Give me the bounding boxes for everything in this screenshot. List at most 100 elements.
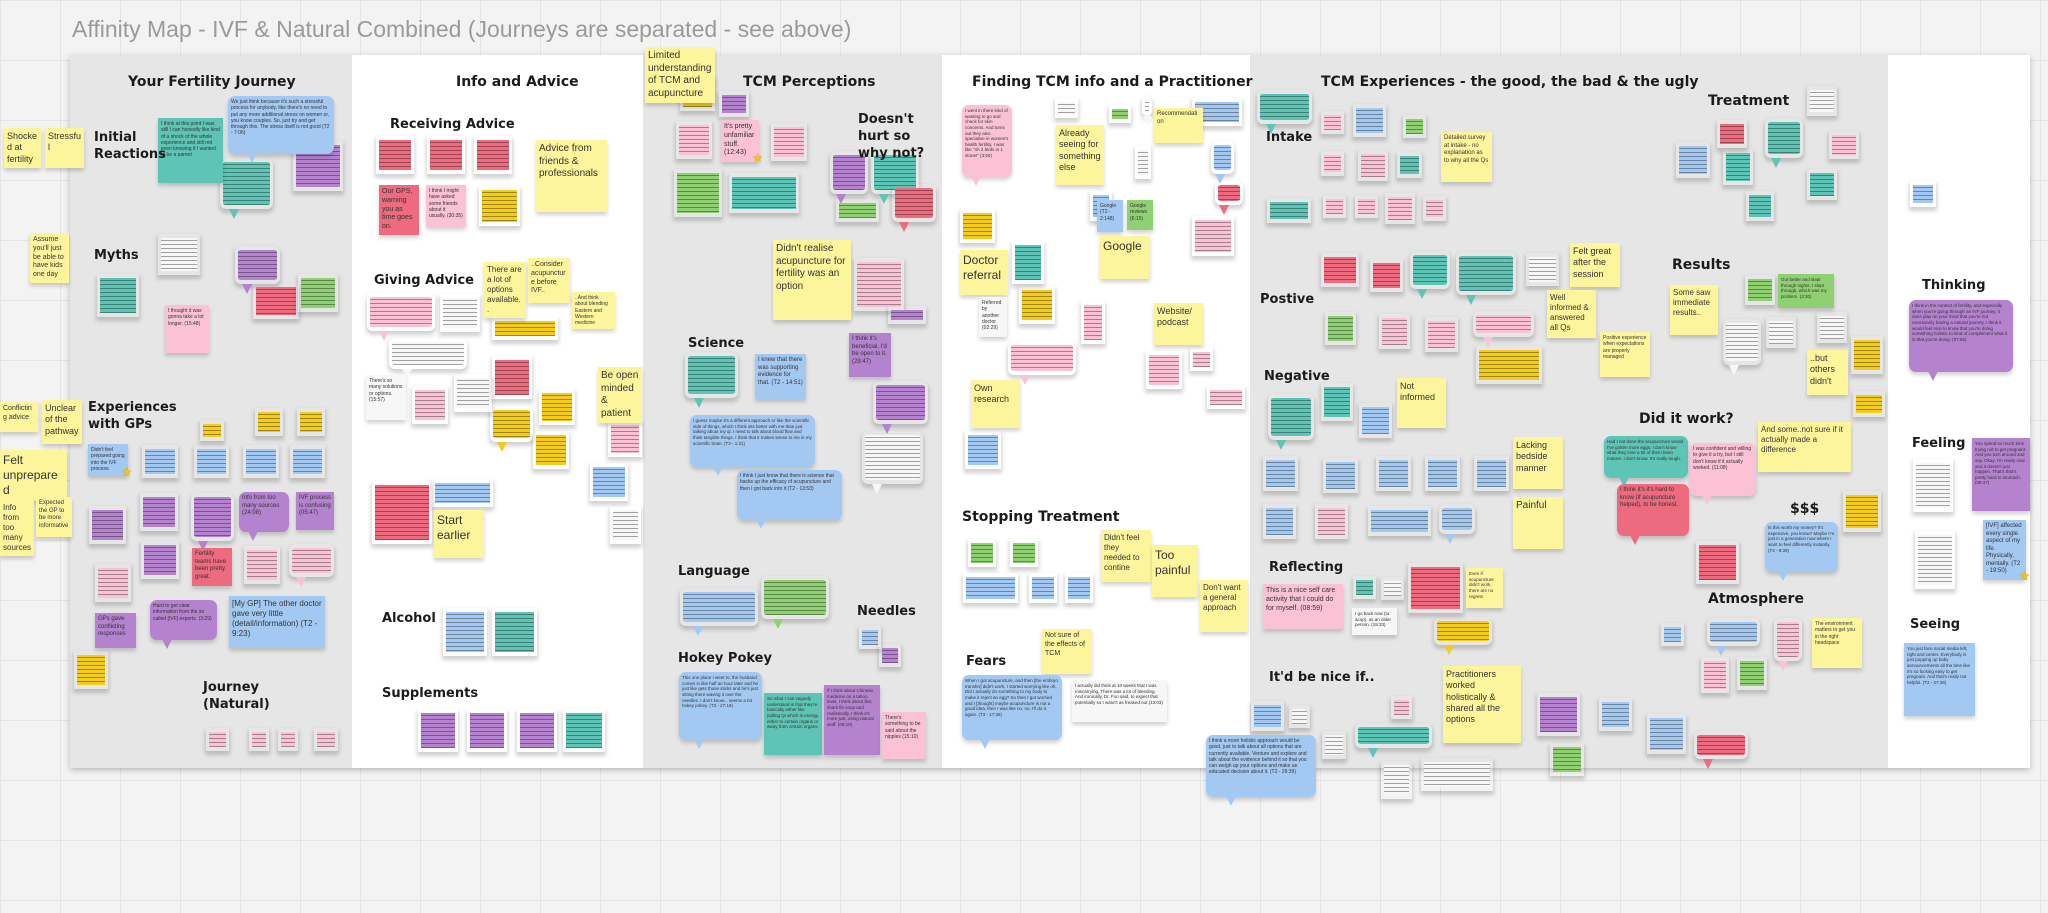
sticky-note[interactable] (1108, 104, 1132, 124)
sticky-note[interactable] (589, 462, 629, 502)
sticky-note[interactable] (1054, 97, 1079, 119)
sticky-note[interactable] (1422, 195, 1447, 222)
sticky-note[interactable] (1210, 140, 1235, 184)
sticky-note[interactable] (1433, 616, 1493, 655)
sticky-note[interactable] (1380, 576, 1405, 601)
sticky-note-too-many[interactable]: Info from too many sources (0, 500, 34, 556)
sticky-note[interactable] (1765, 316, 1797, 349)
sticky-note-nipples[interactable]: There's something to be said about the n… (882, 712, 926, 759)
sticky-note[interactable] (1354, 722, 1433, 758)
sticky-note-not-sure-tcm[interactable]: Not sure of the effects of TCM (1042, 629, 1092, 674)
sticky-note[interactable] (411, 385, 449, 425)
sticky-note[interactable] (1722, 318, 1762, 375)
sticky-note-own-research[interactable]: Own research (971, 380, 1020, 428)
sticky-note[interactable] (1378, 313, 1411, 350)
sticky-note-chinese-medicine[interactable]: If I think about Chinese medicine on a t… (824, 685, 880, 755)
sticky-note-science-backs[interactable]: I think I just know that there is scienc… (737, 470, 842, 529)
sticky-note[interactable] (887, 305, 927, 325)
sticky-note[interactable] (96, 273, 140, 318)
sticky-note-knew-evidence[interactable]: I knew that there was supporting evidenc… (755, 354, 806, 399)
sticky-note[interactable] (442, 607, 488, 657)
sticky-note[interactable] (491, 316, 559, 341)
sticky-note[interactable] (366, 292, 436, 341)
sticky-note-info-sources[interactable]: Info from too many sources (24:08) (239, 492, 289, 541)
sticky-note-painful[interactable]: Painful (1513, 497, 1563, 549)
sticky-note[interactable] (1134, 145, 1152, 180)
sticky-note[interactable] (770, 122, 808, 162)
sticky-note[interactable] (1700, 656, 1730, 694)
sticky-note[interactable] (607, 420, 643, 458)
sticky-note[interactable] (1320, 110, 1345, 135)
sticky-note-no-regrets[interactable]: Even if acupuncture didn't work, there a… (1466, 568, 1503, 608)
sticky-note[interactable] (88, 505, 127, 545)
sticky-note[interactable] (139, 492, 179, 532)
sticky-note[interactable] (141, 444, 179, 479)
sticky-note[interactable] (675, 120, 713, 160)
sticky-note[interactable] (289, 444, 326, 479)
sticky-note[interactable] (1455, 251, 1517, 305)
sticky-note-recommendation[interactable]: Recommendation (1154, 108, 1203, 143)
sticky-note[interactable] (417, 708, 459, 753)
sticky-note-google-reviews[interactable]: Google reviews (6:15) (1127, 200, 1153, 230)
sticky-note[interactable] (891, 183, 937, 232)
sticky-note[interactable] (1322, 457, 1359, 494)
sticky-note[interactable] (1191, 97, 1243, 127)
sticky-note[interactable] (190, 492, 235, 551)
sticky-note[interactable] (1266, 197, 1312, 224)
sticky-note-well-informed[interactable]: Well informed & answered all Qs (1547, 290, 1596, 338)
sticky-note-ivf-confusing[interactable]: IVF process is confusing (05:47) (296, 492, 334, 530)
sticky-note-gps-warning[interactable]: Our GPS, warning you as time goes on. (379, 185, 419, 235)
sticky-note[interactable] (1525, 252, 1560, 287)
sticky-note[interactable] (728, 172, 800, 214)
sticky-note[interactable] (1396, 151, 1423, 179)
sticky-note[interactable] (532, 430, 570, 470)
sticky-note[interactable] (375, 135, 415, 175)
sticky-note-open-minded[interactable]: Be open minded & patient (598, 367, 642, 423)
sticky-note[interactable] (1380, 760, 1413, 800)
sticky-note[interactable] (1352, 103, 1387, 138)
sticky-note[interactable] (1716, 119, 1748, 149)
sticky-note-shocked[interactable]: Shocked at fertility (4, 128, 41, 168)
sticky-note[interactable] (1407, 562, 1464, 614)
sticky-note-gps-conflicting[interactable]: GPs gave conflicting responses (95, 613, 136, 648)
sticky-note[interactable] (1214, 180, 1244, 215)
sticky-note[interactable] (1141, 95, 1154, 126)
sticky-note[interactable] (466, 708, 508, 753)
sticky-note[interactable] (1322, 194, 1347, 219)
sticky-note-affected[interactable]: [IVF] affected every single aspect of my… (1983, 520, 2030, 583)
sticky-note-but-others[interactable]: ..but others didn't (1807, 350, 1848, 395)
sticky-note-detailed-survey[interactable]: Detailed survey at intake - no explanati… (1441, 132, 1492, 182)
sticky-note[interactable] (1409, 250, 1451, 299)
sticky-note-got-acupuncture[interactable]: When I got acupuncture, and then [the em… (962, 675, 1062, 749)
sticky-note[interactable] (243, 545, 281, 585)
sticky-note[interactable] (1424, 455, 1461, 492)
sticky-note-blending[interactable]: ..And think about blending Eastern and W… (572, 292, 615, 330)
sticky-note-holistic[interactable]: I think a more holistic approach would b… (1206, 735, 1316, 806)
sticky-note[interactable] (157, 233, 201, 276)
sticky-note-friends-usually[interactable]: I think I might have asked some friends … (426, 185, 466, 227)
sticky-note-start-earlier[interactable]: Start earlier (434, 510, 484, 558)
sticky-note[interactable] (297, 273, 339, 313)
sticky-note[interactable] (252, 282, 300, 320)
sticky-note[interactable] (1189, 347, 1214, 372)
sticky-note-skin[interactable]: I went in there kind of wanting to go an… (962, 105, 1012, 186)
sticky-note[interactable] (1402, 114, 1427, 139)
sticky-note[interactable] (1842, 490, 1882, 533)
sticky-note[interactable] (1909, 180, 1937, 208)
sticky-note[interactable] (1018, 285, 1056, 325)
sticky-note[interactable] (1549, 742, 1585, 777)
sticky-note[interactable] (1358, 402, 1393, 439)
sticky-note[interactable] (1352, 575, 1377, 600)
sticky-note[interactable] (1262, 503, 1297, 540)
sticky-note[interactable] (1384, 192, 1416, 225)
sticky-note[interactable] (962, 572, 1019, 604)
sticky-note[interactable] (679, 587, 759, 636)
sticky-note-trying[interactable]: You spend so much time trying not to get… (1972, 438, 2030, 511)
sticky-note[interactable] (453, 373, 493, 413)
sticky-note-hard-to-know[interactable]: I think it's it's hard to know (if acupu… (1617, 484, 1689, 545)
sticky-note[interactable] (1764, 117, 1804, 168)
sticky-note[interactable] (1850, 335, 1884, 375)
sticky-note-vaguely[interactable]: So what I can vaguely understand is that… (764, 693, 822, 755)
sticky-note-google[interactable]: Google (1100, 236, 1150, 279)
sticky-note[interactable] (478, 185, 521, 227)
